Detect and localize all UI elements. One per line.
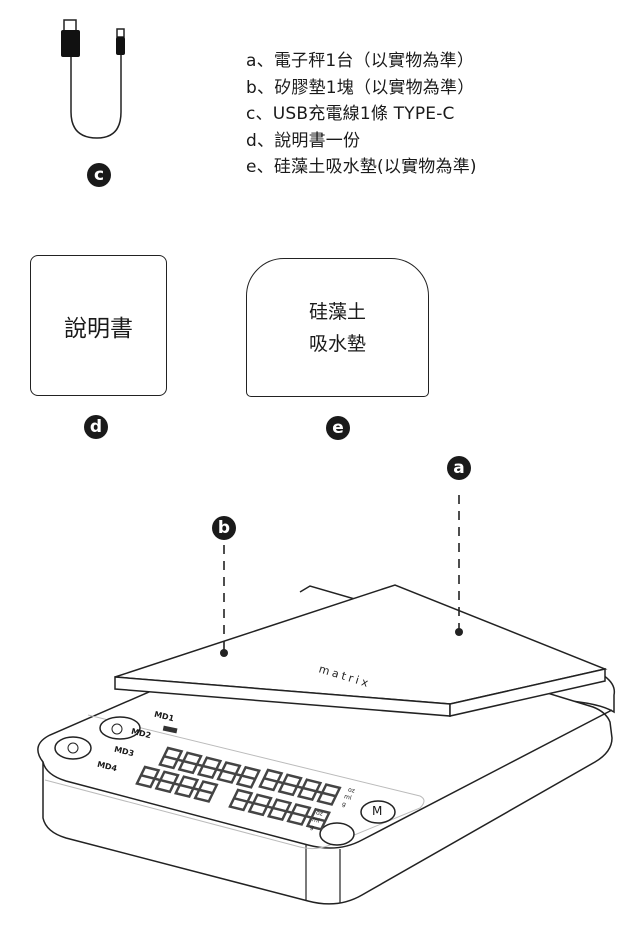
list-item: d、說明書一份 (246, 130, 361, 151)
list-item: e、硅藻土吸水墊(以實物為準) (246, 157, 477, 177)
manual-box-label: 說明書 (64, 315, 133, 342)
badge-e: e (326, 416, 350, 440)
diatomite-mat-box: 硅藻土 吸水墊 (246, 258, 429, 397)
badge-b: b (212, 516, 236, 540)
list-item: c、USB充電線1條 TYPE-C (246, 104, 455, 124)
mat-box-line2: 吸水墊 (308, 332, 366, 355)
list-item: a、電子秤1台（以實物為準） (246, 51, 475, 71)
m-button-label: M (372, 804, 383, 818)
mat-box-line1: 硅藻土 (308, 300, 366, 323)
package-contents-list: a、電子秤1台（以實物為準） b、矽膠墊1塊（以實物為準） c、USB充電線1條… (246, 48, 477, 181)
badge-d: d (84, 415, 108, 439)
badge-c: c (87, 163, 111, 187)
list-item: b、矽膠墊1塊（以實物為準） (246, 77, 475, 98)
badge-a: a (447, 456, 471, 480)
manual-box: 說明書 (30, 255, 167, 396)
